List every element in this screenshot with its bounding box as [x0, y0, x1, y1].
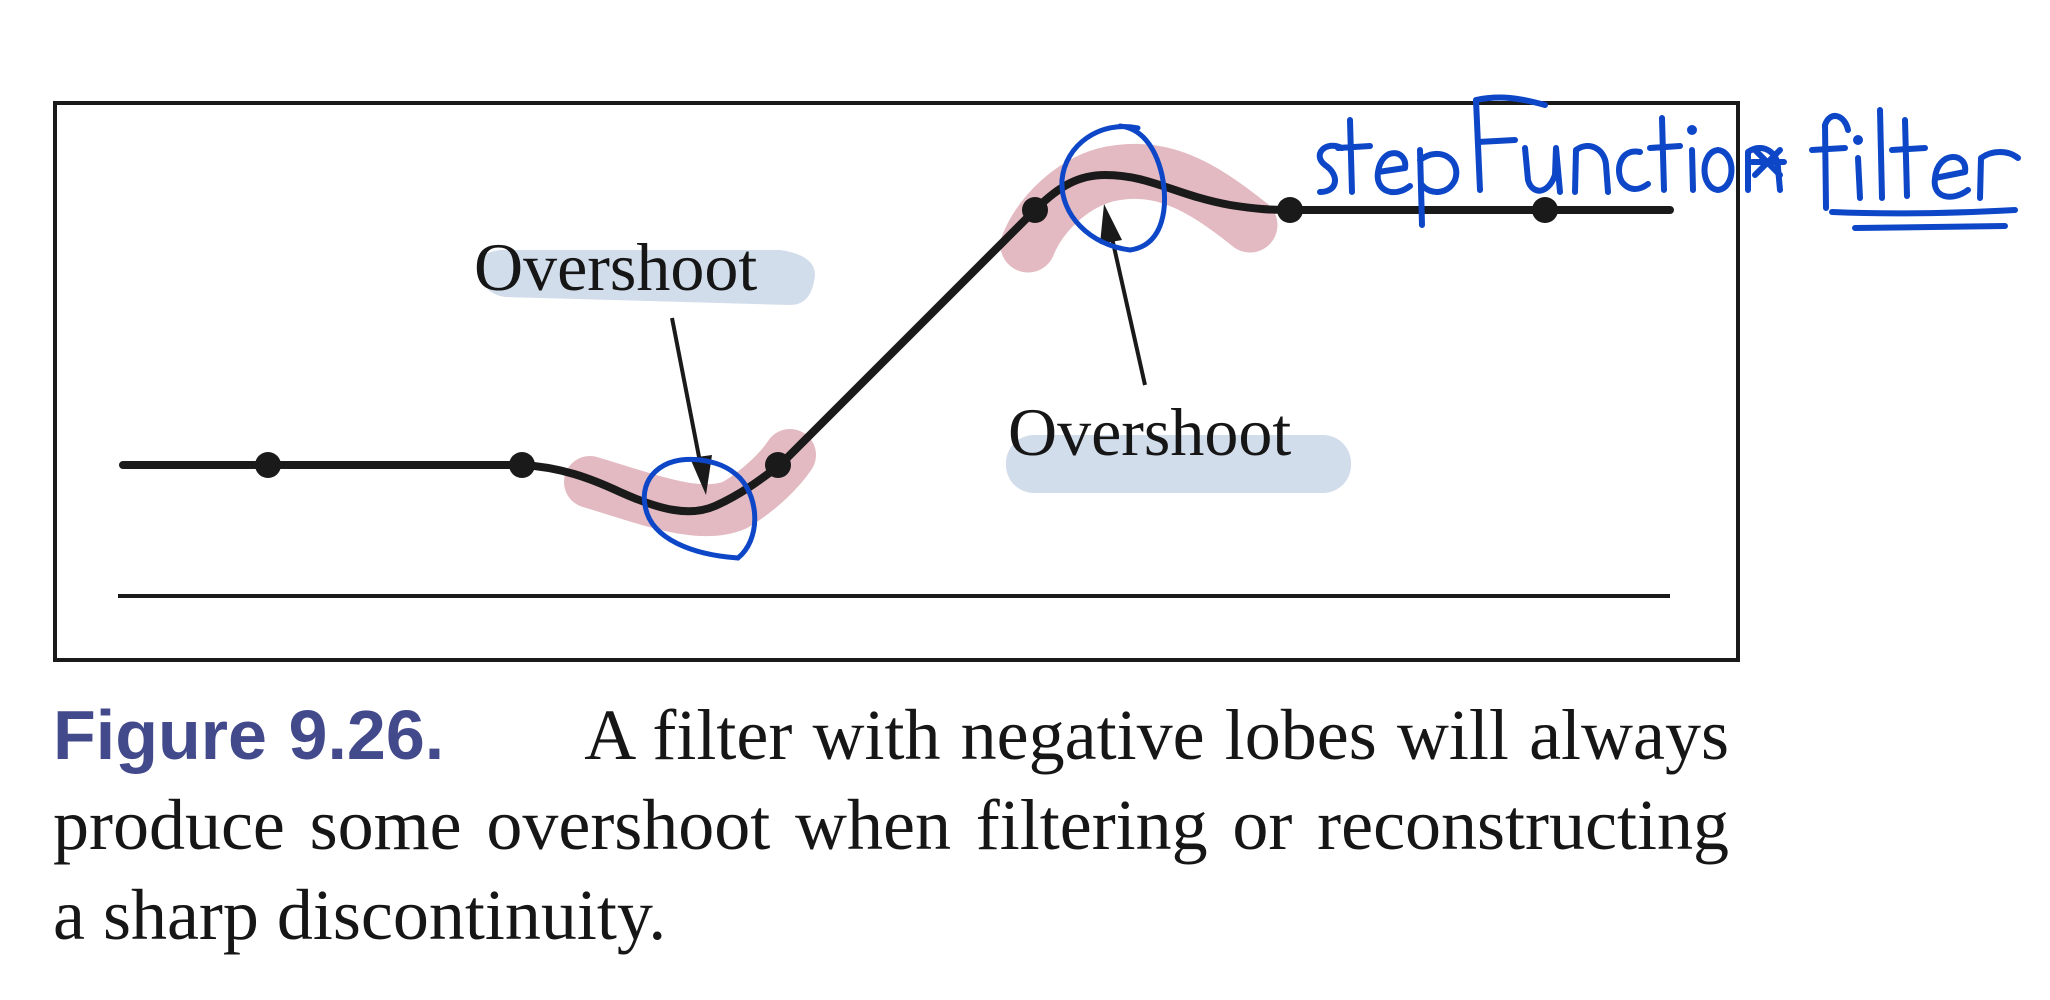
filtered-step-curve	[119, 171, 1674, 516]
handwritten-circle-right	[1059, 123, 1167, 253]
sample-point	[1532, 197, 1558, 223]
sample-point	[255, 452, 281, 478]
arrow-left-head	[690, 455, 712, 495]
sample-point	[1277, 197, 1303, 223]
label-highlight-left	[478, 250, 815, 305]
overshoot-label-left: Overshoot	[474, 229, 757, 305]
arrow-right-head	[1100, 204, 1122, 244]
handwritten-note	[1316, 94, 2021, 231]
caption-text: A filter with negative lobes will always…	[53, 695, 1729, 955]
arrow-right-shaft	[1110, 237, 1147, 386]
sample-point	[765, 452, 791, 478]
handwritten-circle-left	[641, 456, 758, 561]
overshoot-label-right: Overshoot	[1008, 394, 1291, 470]
figure-number: Figure 9.26.	[53, 696, 445, 774]
sample-point	[509, 452, 535, 478]
arrow-left-shaft	[670, 317, 702, 463]
label-highlight-right	[1006, 435, 1351, 493]
figure-frame	[53, 101, 1740, 662]
figure-caption: Figure 9.26.A filter with negative lobes…	[53, 690, 1729, 960]
sample-point	[1022, 197, 1048, 223]
